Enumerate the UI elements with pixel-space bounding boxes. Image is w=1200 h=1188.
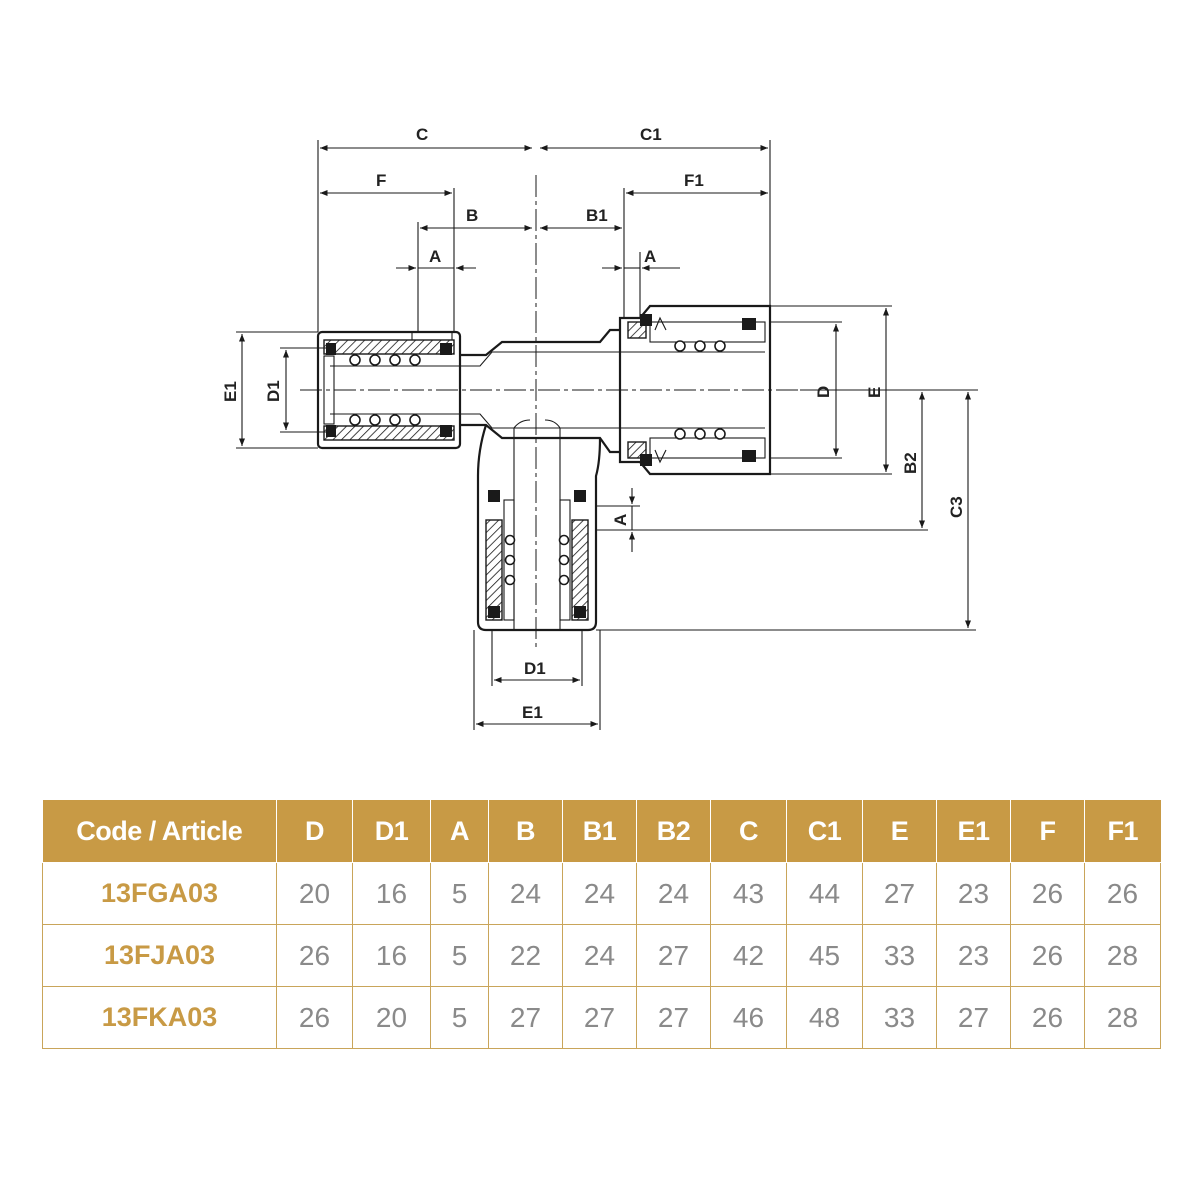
column-header-e1: E1 xyxy=(936,800,1011,863)
dim-label-a-left: A xyxy=(429,247,441,266)
dim-label-d: D xyxy=(814,386,833,398)
dimension-value-cell: 16 xyxy=(352,924,431,987)
dimension-value-cell: 5 xyxy=(430,862,489,925)
article-code-cell: 13FGA03 xyxy=(42,862,277,925)
column-header-b1: B1 xyxy=(562,800,637,863)
dimension-value-cell: 33 xyxy=(862,986,937,1049)
dimension-value-cell: 26 xyxy=(1010,924,1085,987)
dimension-value-cell: 28 xyxy=(1084,924,1161,987)
dim-label-c: C xyxy=(416,125,428,144)
article-code-cell: 13FJA03 xyxy=(42,924,277,987)
column-header-b: B xyxy=(488,800,563,863)
dim-label-f1: F1 xyxy=(684,171,704,190)
dimension-labels: C C1 F F1 B B1 A A E1 D1 D E B2 C3 A D1 … xyxy=(221,125,966,722)
dimension-value-cell: 27 xyxy=(488,986,563,1049)
dim-label-f: F xyxy=(376,171,386,190)
dimension-value-cell: 26 xyxy=(276,986,353,1049)
dimension-value-cell: 26 xyxy=(1010,986,1085,1049)
dimension-value-cell: 16 xyxy=(352,862,431,925)
dimension-value-cell: 44 xyxy=(786,862,863,925)
dimension-value-cell: 26 xyxy=(1084,862,1161,925)
dimension-value-cell: 48 xyxy=(786,986,863,1049)
dim-label-b2: B2 xyxy=(901,452,920,474)
dimension-value-cell: 23 xyxy=(936,862,1011,925)
dimension-value-cell: 43 xyxy=(710,862,787,925)
dimension-lines xyxy=(236,140,976,730)
dimension-value-cell: 26 xyxy=(1010,862,1085,925)
dim-label-a-right: A xyxy=(644,247,656,266)
dimension-value-cell: 46 xyxy=(710,986,787,1049)
dimension-value-cell: 28 xyxy=(1084,986,1161,1049)
dimension-value-cell: 20 xyxy=(276,862,353,925)
column-header-c1: C1 xyxy=(786,800,863,863)
dimension-value-cell: 24 xyxy=(562,862,637,925)
dimension-value-cell: 27 xyxy=(936,986,1011,1049)
dimension-value-cell: 24 xyxy=(488,862,563,925)
column-header-f1: F1 xyxy=(1084,800,1161,863)
dimension-value-cell: 20 xyxy=(352,986,431,1049)
center-axes xyxy=(300,175,978,648)
tee-body xyxy=(330,328,765,630)
dim-label-c1: C1 xyxy=(640,125,662,144)
dim-label-b: B xyxy=(466,206,478,225)
column-header-c: C xyxy=(710,800,787,863)
left-connector xyxy=(316,330,462,450)
dimension-value-cell: 5 xyxy=(430,924,489,987)
dimension-value-cell: 42 xyxy=(710,924,787,987)
dimension-value-cell: 24 xyxy=(636,862,711,925)
column-header-f: F xyxy=(1010,800,1085,863)
dimension-value-cell: 5 xyxy=(430,986,489,1049)
column-header-b2: B2 xyxy=(636,800,711,863)
dim-label-d1-bottom: D1 xyxy=(524,659,546,678)
column-header-d: D xyxy=(276,800,353,863)
right-connector xyxy=(618,304,772,476)
column-header-d1: D1 xyxy=(352,800,431,863)
bottom-connector xyxy=(476,490,598,632)
column-header-e: E xyxy=(862,800,937,863)
column-header-code: Code / Article xyxy=(42,800,277,863)
column-header-a: A xyxy=(430,800,489,863)
dimension-value-cell: 27 xyxy=(636,986,711,1049)
dim-label-d1-left: D1 xyxy=(264,380,283,402)
dimension-value-cell: 27 xyxy=(562,986,637,1049)
dimension-value-cell: 27 xyxy=(862,862,937,925)
dimension-value-cell: 24 xyxy=(562,924,637,987)
dimension-value-cell: 33 xyxy=(862,924,937,987)
article-code-cell: 13FKA03 xyxy=(42,986,277,1049)
dimension-value-cell: 23 xyxy=(936,924,1011,987)
dim-label-a-bottom: A xyxy=(611,514,630,526)
dim-label-e: E xyxy=(865,387,884,398)
dimension-value-cell: 45 xyxy=(786,924,863,987)
dimension-value-cell: 22 xyxy=(488,924,563,987)
dim-label-e1-bottom: E1 xyxy=(522,703,543,722)
dim-label-c3: C3 xyxy=(947,496,966,518)
dim-label-e1-left: E1 xyxy=(221,381,240,402)
tee-fitting-technical-drawing: C C1 F F1 B B1 A A E1 D1 D E B2 C3 A D1 … xyxy=(221,125,978,730)
dim-label-b1: B1 xyxy=(586,206,608,225)
dimension-value-cell: 26 xyxy=(276,924,353,987)
dimension-value-cell: 27 xyxy=(636,924,711,987)
